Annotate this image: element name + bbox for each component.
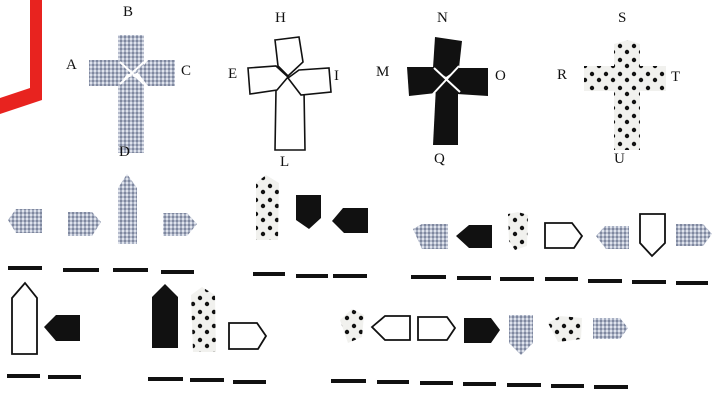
- cross4-label-bottom: U: [614, 151, 625, 167]
- cross4-label-left: R: [557, 67, 568, 83]
- row2-pieces: [11, 281, 628, 355]
- cross4-label-right: T: [671, 69, 681, 85]
- cross1-label-top: B: [123, 4, 134, 20]
- cross1-label-left: A: [66, 57, 77, 73]
- dotted-cross: [584, 40, 666, 150]
- cross3-label-bottom: Q: [434, 151, 445, 167]
- black-cross: [407, 37, 488, 145]
- cross3-label-right: O: [495, 68, 506, 84]
- cross3-label-left: M: [376, 64, 390, 80]
- cross2-label-top: H: [275, 10, 286, 26]
- cross4-label-top: S: [618, 10, 627, 26]
- cross3-label-top: N: [437, 10, 448, 26]
- red-corner-bracket: [0, 0, 42, 114]
- row2-blanks: [7, 374, 628, 389]
- cross1-label-right: C: [181, 63, 192, 79]
- row1-blanks: [8, 266, 708, 285]
- cross2-label-bottom: L: [280, 154, 290, 170]
- gingham-cross: [89, 35, 175, 153]
- row1-pieces: [8, 174, 712, 258]
- cross1-label-bottom: D: [119, 144, 130, 160]
- cross2-label-right: I: [334, 68, 339, 84]
- cross2-label-left: E: [228, 66, 238, 82]
- outline-cross: [247, 36, 332, 151]
